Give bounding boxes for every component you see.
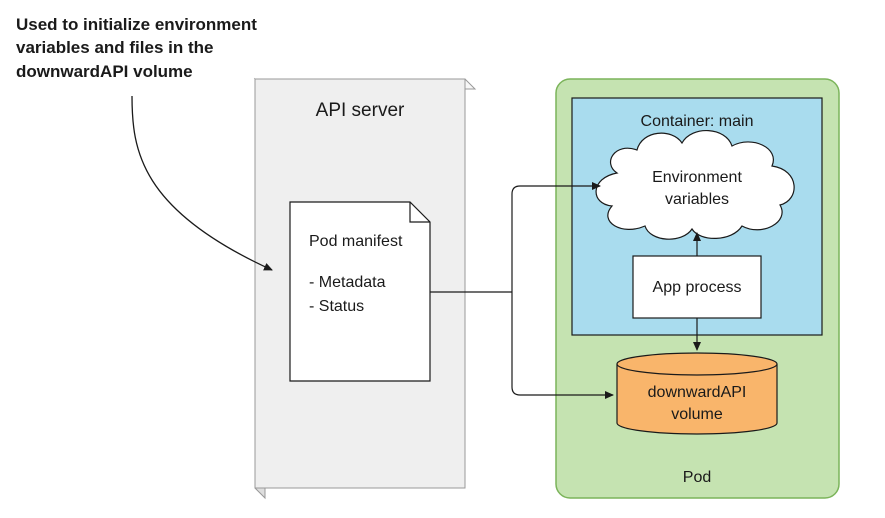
arrow-to-env-vars [511,182,601,292]
pod-manifest-document: Pod manifest - Metadata - Status [289,201,431,382]
container-label: Container: main [641,113,754,130]
annotation-text: Used to initialize environment variables… [16,15,257,81]
env-vars-line-2: variables [665,191,729,208]
manifest-item-metadata: - Metadata [309,274,386,291]
app-process-box: App process [632,255,762,319]
volume-line-1: downwardAPI [648,384,747,401]
connectors [430,182,701,399]
annotation-line-3: downwardAPI volume [16,62,193,81]
pod-label: Pod [683,469,711,486]
annotation-line-2: variables and files in the [16,38,213,57]
downwardapi-volume-cylinder: downwardAPI volume [616,352,778,435]
annotation-arrow [131,95,273,271]
manifest-item-status: - Status [309,298,364,315]
api-server-label: API server [316,100,405,121]
arrow-to-volume [511,292,614,399]
volume-line-2: volume [671,406,723,423]
manifest-title: Pod manifest [309,233,403,250]
annotation-line-1: Used to initialize environment [16,15,257,34]
app-process-label: App process [653,279,742,296]
environment-variables-cloud: Environment variables [595,129,795,240]
env-vars-line-1: Environment [652,169,742,186]
